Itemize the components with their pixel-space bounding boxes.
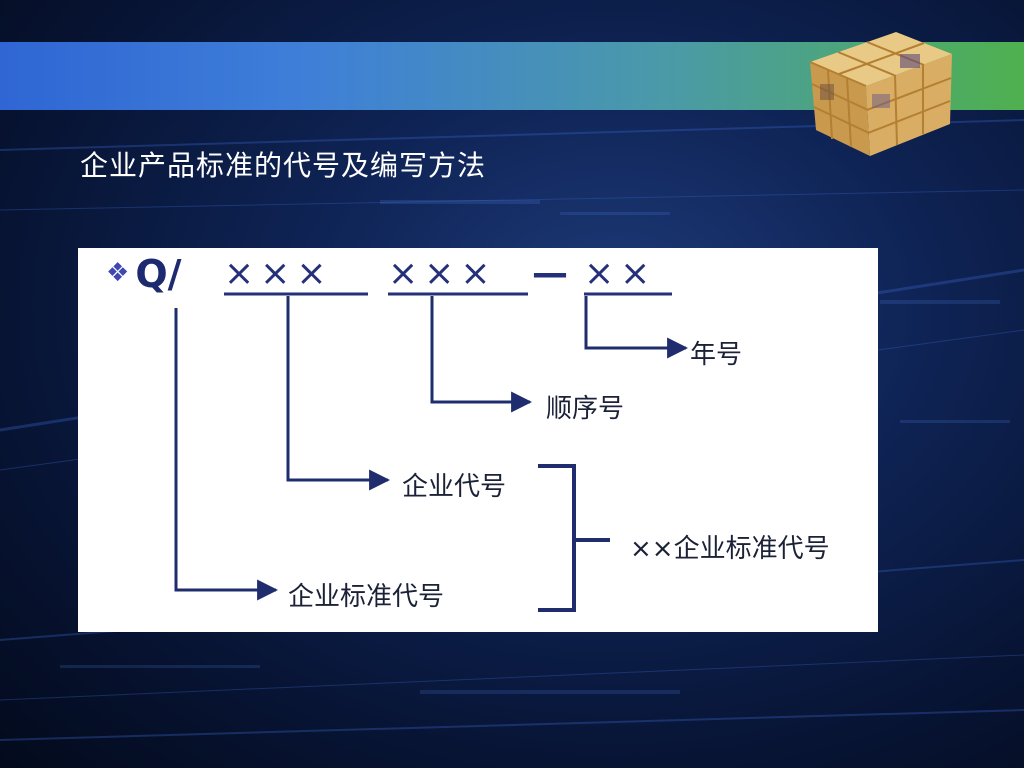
label-sequence: 顺序号 <box>546 394 625 424</box>
segment-enterprise: ××× <box>224 253 333 294</box>
grouping-bracket <box>538 464 610 612</box>
prefix-q: Q/ <box>135 252 182 296</box>
segment-year: ×× <box>584 253 657 294</box>
segment-sequence: ××× <box>388 253 497 294</box>
code-segments: ××× ××× — ×× <box>78 252 878 300</box>
label-enterprise-code: 企业代号 <box>402 472 507 502</box>
standard-code-diagram: ❖ Q/ ××× ××× — ×× 年号 顺序号 企业代号 企业标准代号 ××企… <box>78 248 878 632</box>
bullet-diamond-icon: ❖ <box>106 258 130 288</box>
cube-logo-icon <box>809 32 952 156</box>
page-title: 企业产品标准的代号及编写方法 <box>80 149 487 182</box>
code-format-line: ❖ Q/ <box>106 252 182 300</box>
label-year: 年号 <box>690 340 743 370</box>
diagram-connectors <box>174 292 689 612</box>
label-combined-code: ××企业标准代号 <box>630 534 830 564</box>
label-enterprise-standard-code: 企业标准代号 <box>288 582 445 612</box>
separator: — <box>532 253 568 294</box>
